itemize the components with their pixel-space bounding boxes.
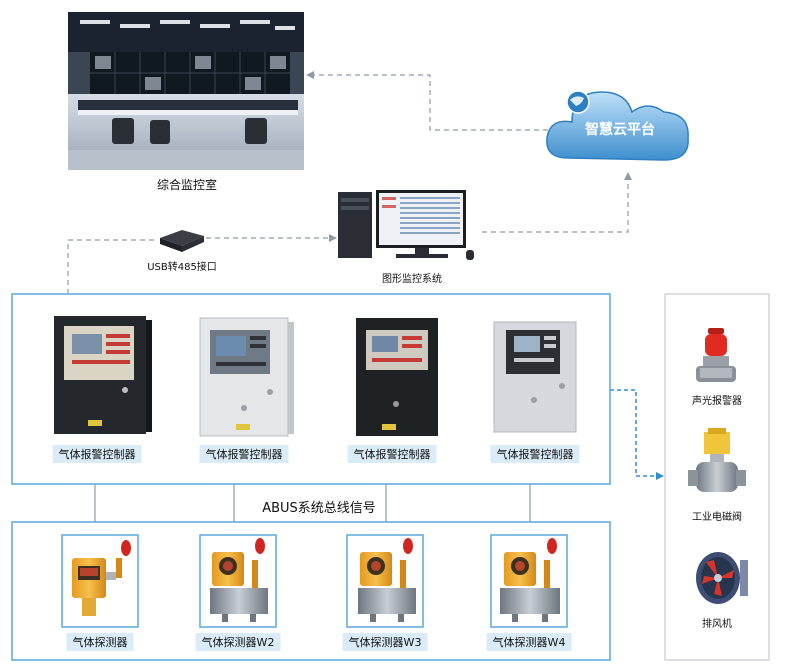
- gas-detector-1: [72, 540, 131, 616]
- solenoid-valve-icon: [688, 428, 746, 492]
- controller-4-label: 气体报警控制器: [490, 445, 580, 463]
- controller-cabinet-2: [199, 317, 294, 437]
- monitoring-room-caption: 综合监控室: [156, 178, 218, 192]
- usb-converter-caption: USB转485接口: [147, 262, 217, 273]
- gas-detector-w4: [500, 538, 560, 622]
- exhaust-fan-icon: [696, 552, 748, 604]
- detector-frames: [61, 534, 568, 628]
- bus-lines: [94, 484, 531, 522]
- solenoid-valve-label: 工业电磁阀: [692, 512, 742, 523]
- controller-frame: [11, 293, 611, 485]
- gas-detector-w3: [358, 538, 416, 622]
- detector-w2-label: 气体探测器W2: [195, 633, 281, 651]
- exhaust-fan-label: 排风机: [702, 619, 732, 630]
- strobe-siren-label: 声光报警器: [692, 396, 742, 407]
- monitoring-room-photo: [68, 12, 304, 170]
- gas-detector-w2: [210, 538, 268, 622]
- pc-workstation-icon: [338, 190, 474, 260]
- upper-arrowheads: [306, 71, 632, 242]
- detector-w4-label: 气体探测器W4: [486, 633, 572, 651]
- controller-2-label: 气体报警控制器: [199, 445, 289, 463]
- bus-caption: ABUS系统总线信号: [262, 501, 376, 516]
- detector-frame: [11, 521, 611, 661]
- controller-cabinet-1: [54, 316, 152, 434]
- cloud-platform-icon: [546, 90, 689, 161]
- output-frame: [664, 293, 770, 661]
- controller-cabinet-4: [493, 321, 577, 433]
- graphic-system-caption: 图形监控系统: [382, 274, 442, 285]
- controller-1-label: 气体报警控制器: [52, 445, 142, 463]
- cloud-platform-caption: 智慧云平台: [585, 122, 655, 138]
- usb-converter-icon: [160, 230, 204, 252]
- strobe-siren-icon: [696, 328, 736, 382]
- upper-connectors: [67, 74, 629, 294]
- controller-3-label: 气体报警控制器: [347, 445, 437, 463]
- detector-1-label: 气体探测器: [66, 633, 134, 651]
- detector-w3-label: 气体探测器W3: [342, 633, 428, 651]
- output-connector: [610, 389, 664, 480]
- controller-cabinet-3: [356, 318, 438, 436]
